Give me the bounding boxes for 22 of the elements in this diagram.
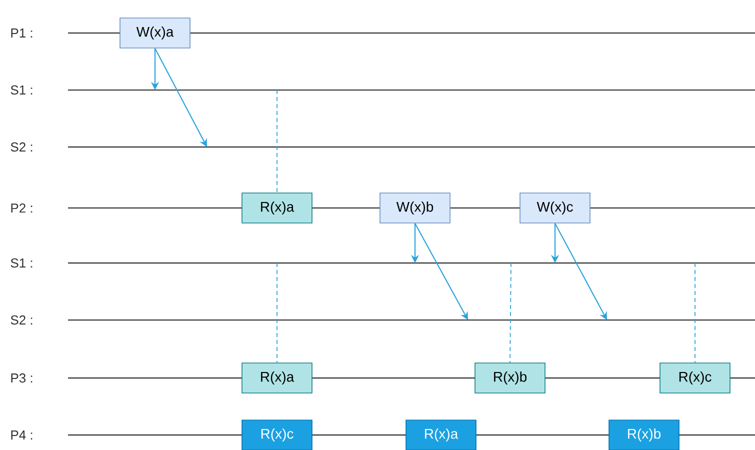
row-label: S1 :	[10, 85, 32, 95]
read-box: R(x)b	[608, 420, 680, 450]
row-label: S2 :	[10, 142, 32, 152]
read-box: R(x)b	[474, 362, 546, 394]
row-label: P2 :	[11, 203, 32, 213]
row-label: P1 :	[11, 28, 32, 38]
row-label: S1 :	[10, 258, 32, 268]
dashed-line	[276, 90, 278, 194]
read-box: R(x)a	[242, 362, 312, 394]
read-box: R(x)a	[242, 192, 312, 224]
dashed-line	[510, 262, 512, 364]
write-box: W(x)c	[520, 192, 590, 224]
row-label: P3 :	[11, 373, 32, 383]
row-label: P4 :	[11, 430, 32, 440]
dashed-line	[276, 262, 278, 364]
dashed-line	[694, 262, 696, 364]
read-box: R(x)a	[406, 420, 476, 450]
write-box: W(x)b	[380, 192, 450, 224]
row-label: S2 :	[10, 315, 32, 325]
read-box: R(x)c	[660, 362, 730, 394]
read-box: R(x)c	[242, 420, 312, 450]
write-box: W(x)a	[120, 18, 190, 48]
